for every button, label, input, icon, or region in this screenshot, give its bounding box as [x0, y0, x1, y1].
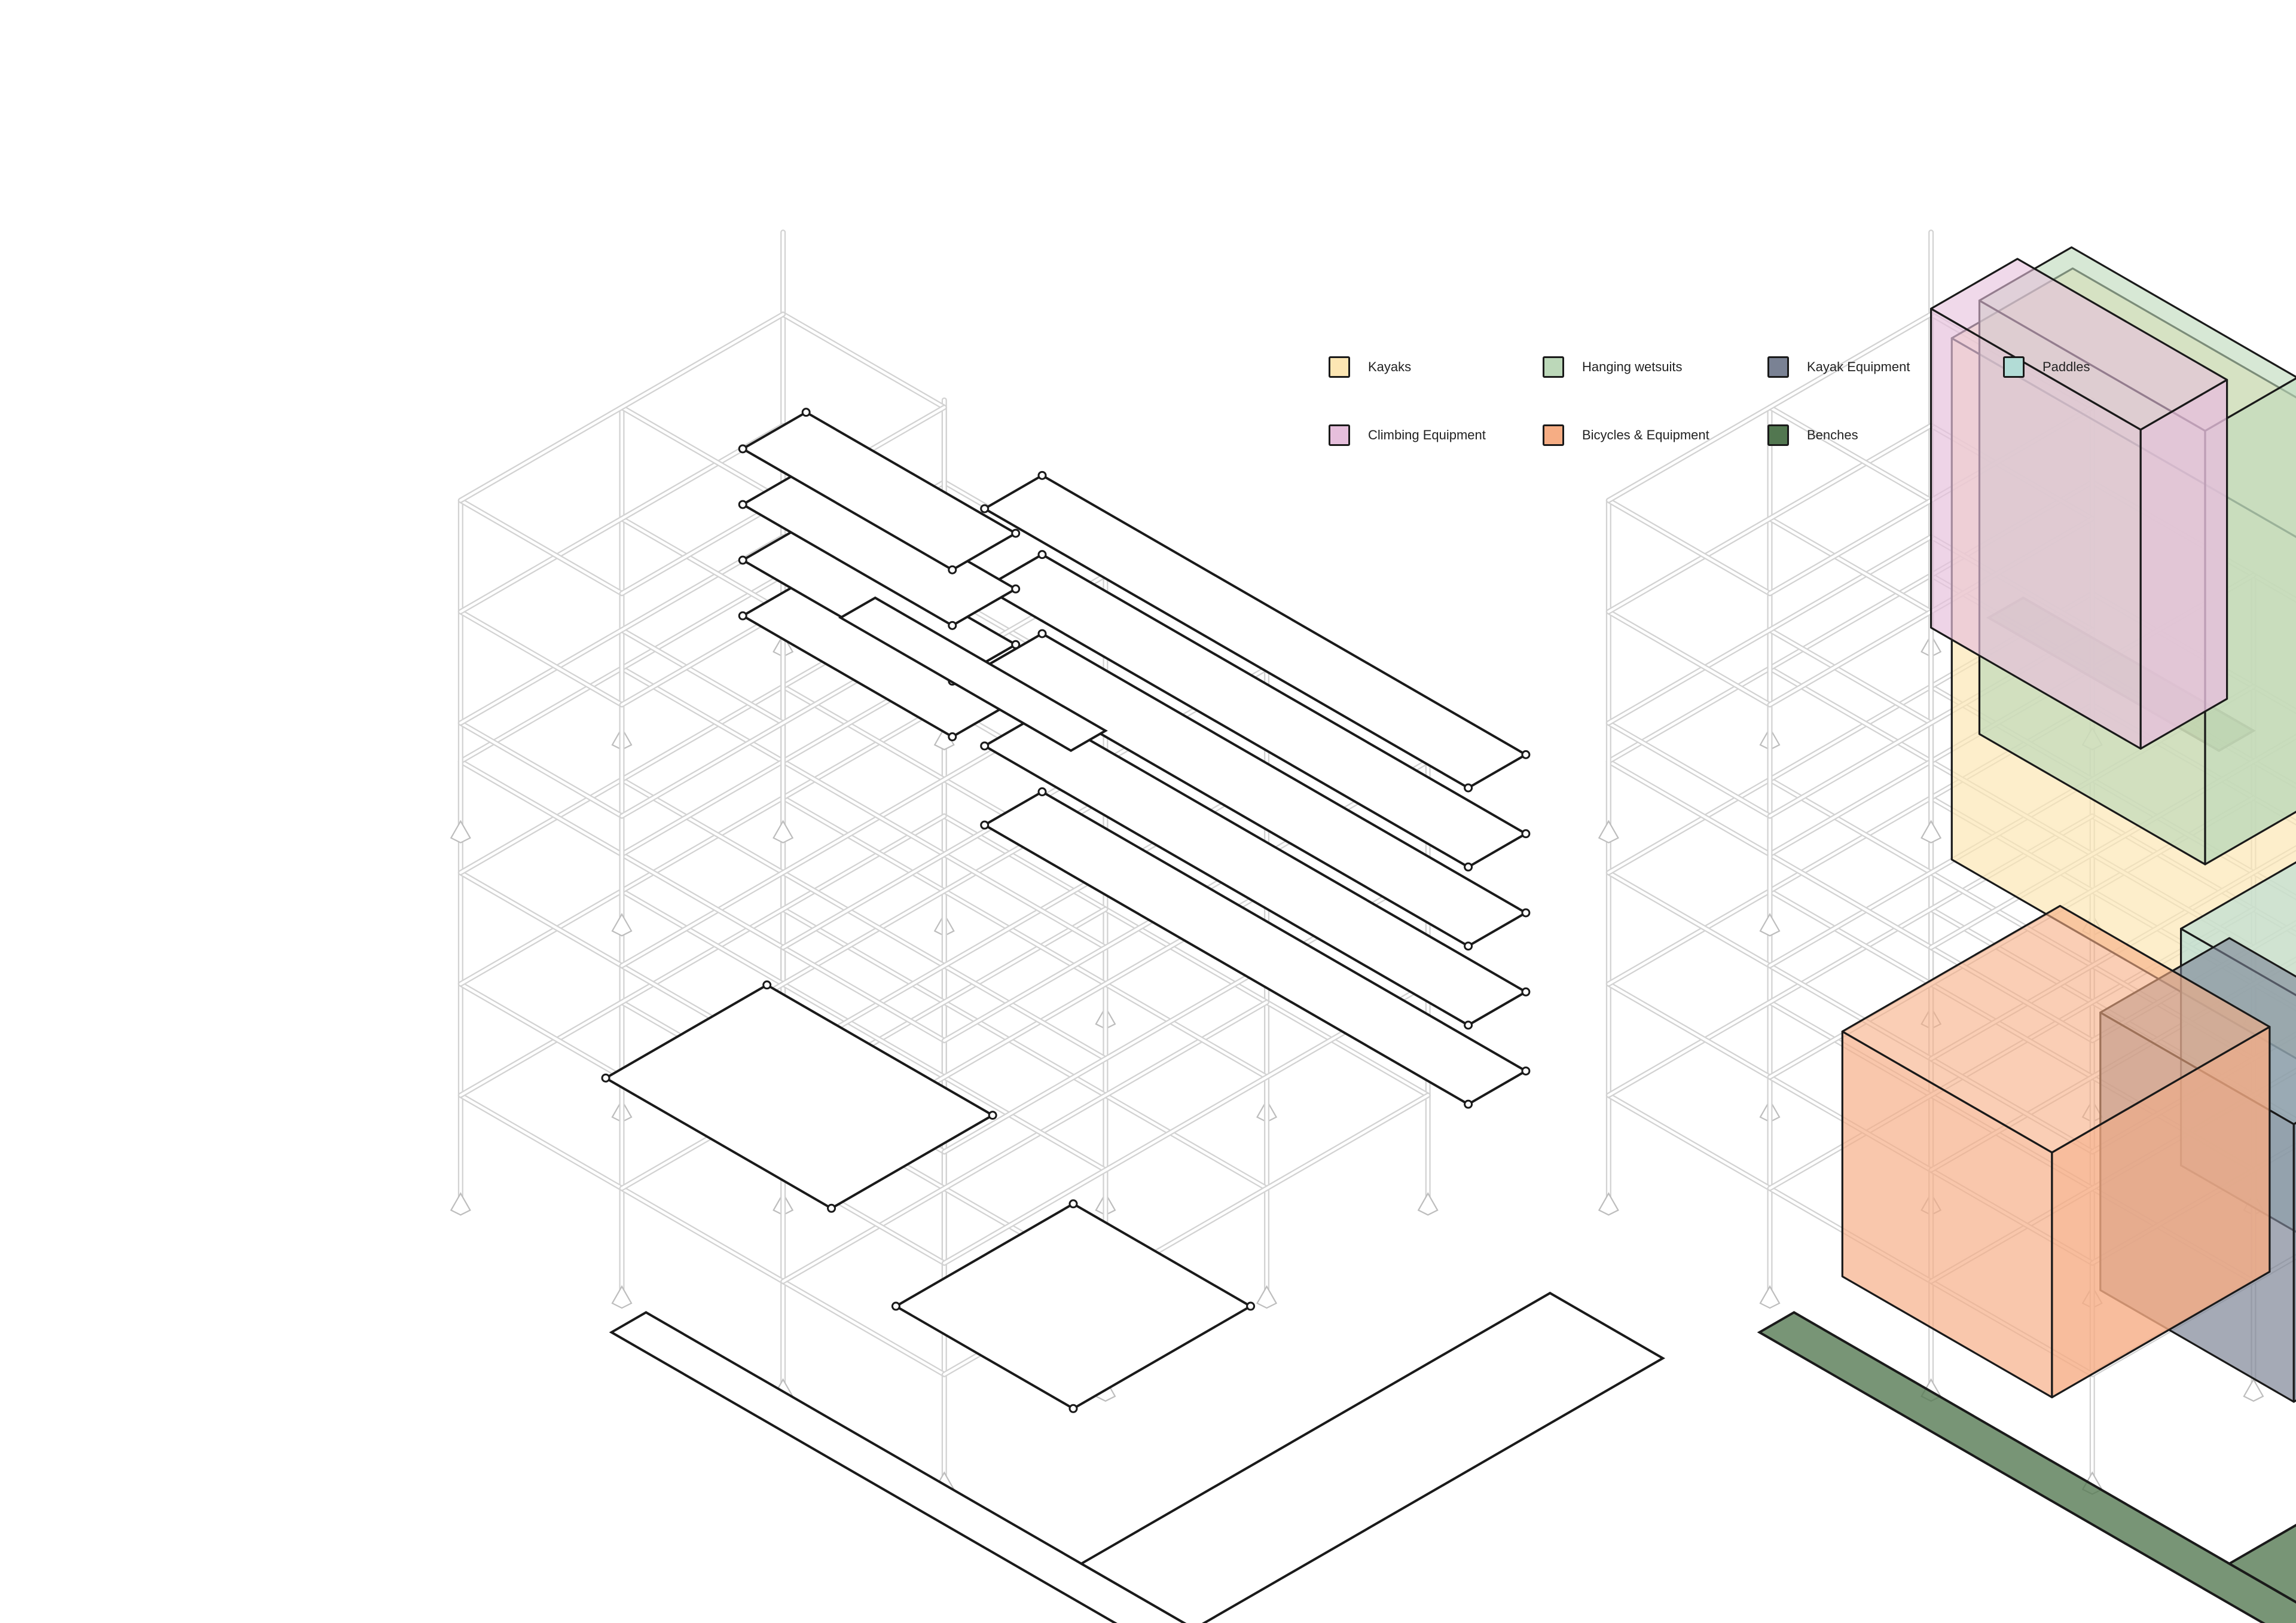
foot-plate: [1417, 1192, 1439, 1216]
shelf-corner-notch: [980, 820, 990, 830]
foot-plate: [1598, 820, 1619, 843]
shelf-corner-notch: [980, 741, 990, 751]
shelf-corner-notch: [1037, 470, 1047, 480]
shelf-board: [893, 1202, 1253, 1410]
shelf-corner-notch: [1464, 1020, 1473, 1030]
shelf-corner-notch: [1521, 987, 1531, 997]
foot-plate: [611, 1285, 633, 1309]
bench-zone-right: [2227, 1524, 2296, 1604]
foot-plate: [1256, 1285, 1278, 1309]
foot-plate: [450, 1192, 471, 1216]
foot-plate: [611, 913, 633, 937]
shelf-corner-notch: [1037, 629, 1047, 638]
shelf-corner-notch: [1011, 640, 1021, 649]
shelf-corner-notch: [1521, 829, 1531, 839]
shelf-corner-notch: [1246, 1301, 1256, 1311]
foot-plate: [773, 820, 794, 843]
shelf-corner-notch: [948, 732, 957, 742]
shelf-corner-notch: [738, 444, 747, 454]
shelf-corner-notch: [1037, 787, 1047, 797]
right-axonometric-storage-zones: [1598, 230, 2296, 1623]
bench-board: [838, 596, 1108, 753]
shelf-corner-notch: [948, 621, 957, 630]
shelf-corner-notch: [1464, 1099, 1473, 1109]
foot-plate: [1921, 820, 1942, 843]
bench-board: [609, 1311, 1187, 1623]
shelf-corner-notch: [1464, 783, 1473, 793]
shelf-corner-notch: [1521, 908, 1531, 918]
foot-plate: [1598, 1192, 1619, 1216]
shelf-corner-notch: [1464, 862, 1473, 872]
shelf-corner-notch: [1521, 1066, 1531, 1076]
shelf-corner-notch: [1011, 584, 1021, 594]
shelf-corner-notch: [1521, 750, 1531, 759]
foot-plate: [1759, 913, 1781, 937]
storage-zones: [1757, 246, 2296, 1623]
shelf-corner-notch: [762, 980, 772, 990]
shelf-corner-notch: [988, 1111, 997, 1120]
shelf-board: [603, 983, 996, 1210]
shelf-corner-notch: [1464, 942, 1473, 951]
shelf-corner-notch: [738, 555, 747, 565]
shelf-corner-notch: [738, 611, 747, 621]
bench-board: [1079, 1291, 1666, 1623]
foot-plate: [450, 820, 471, 843]
shelf-corner-notch: [1037, 550, 1047, 560]
highlighted-shelves: [601, 408, 1666, 1623]
foot-plate: [2243, 1378, 2264, 1402]
shelf-corner-notch: [1068, 1199, 1078, 1209]
shelf-corner-notch: [601, 1073, 610, 1083]
bench-zone-front: [1757, 1311, 2296, 1623]
shelf-corner-notch: [1011, 528, 1021, 538]
shelf-corner-notch: [801, 408, 811, 417]
shelf-corner-notch: [891, 1301, 900, 1311]
shelf-corner-notch: [980, 504, 990, 514]
shelf-corner-notch: [948, 565, 957, 574]
left-axonometric-shelving-frame: [450, 230, 1666, 1623]
foot-plate: [1759, 1285, 1781, 1309]
shelf-corner-notch: [1068, 1404, 1078, 1413]
shelf-corner-notch: [738, 500, 747, 509]
climbing-equipment-zone: [1930, 258, 2228, 750]
shelf-corner-notch: [827, 1203, 836, 1213]
bicycles-equipment-zone: [1841, 904, 2271, 1399]
